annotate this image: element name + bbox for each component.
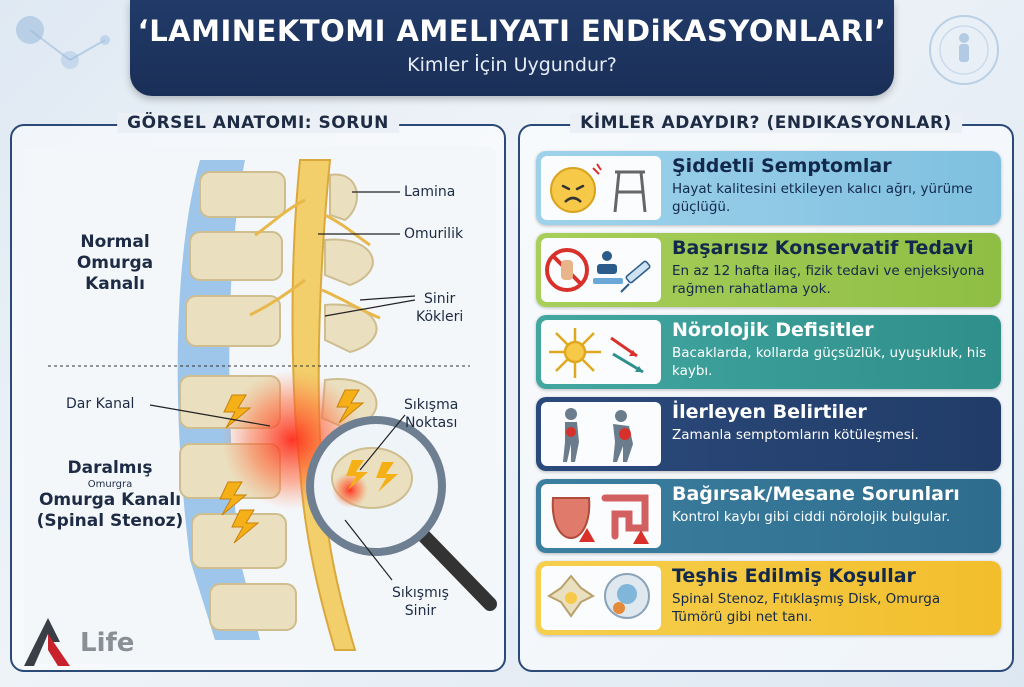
- anatomy-panel-title: GÖRSEL ANATOMI: SORUN: [117, 113, 399, 133]
- walker-icon: [613, 170, 647, 213]
- life-logo-icon: [24, 618, 70, 666]
- disc-icon: [604, 573, 650, 619]
- indication-card-failed-treatment: Başarısız Konservatif Tedavi En az 12 ha…: [536, 233, 1001, 307]
- card-title: Şiddetli Semptomlar: [672, 155, 892, 177]
- stenosis-label: Daralmış Omurgra Omurga Kanalı (Spinal S…: [36, 458, 184, 531]
- vertebra-body: [189, 231, 283, 281]
- card-title: Başarısız Konservatif Tedavi: [672, 237, 974, 259]
- page-title: ‘LAMINEKTOMI AMELIYATI ENDiKASYONLARI’: [137, 14, 887, 48]
- intestine-icon: [601, 494, 649, 540]
- molecule-decoration-icon: [16, 16, 110, 69]
- neuron-icon: [549, 328, 601, 378]
- indication-card-neuro-deficits: Nörolojik Defisitler Bacaklarda, kollard…: [536, 315, 1001, 389]
- bladder-icon: [551, 497, 591, 540]
- pain-bolt-icon: [231, 509, 260, 544]
- lamina-label: Lamina: [404, 184, 456, 200]
- indications-panel-title: KİMLER ADAYDIR? (ENDIKASYONLAR): [570, 113, 962, 133]
- compressed-nerve-label: Sıkışmış Sinir: [392, 585, 449, 619]
- page-header: ‘LAMINEKTOMI AMELIYATI ENDiKASYONLARI’ K…: [130, 0, 894, 96]
- therapy-icon: [593, 251, 623, 284]
- card-description: Hayat kalitesini etkileyen kalıcı ağrı, …: [672, 181, 973, 215]
- pain-bolt-icon: [223, 394, 252, 429]
- magnifier-icon: [306, 416, 497, 611]
- card-description: Bacaklarda, kollarda güçsüzlük, uyuşuklu…: [672, 345, 987, 379]
- vertebra-icon: [547, 574, 595, 618]
- no-hand-icon: [545, 248, 589, 292]
- vertebra-body: [199, 171, 286, 218]
- vertebra-body: [209, 583, 297, 631]
- syringe-icon: [620, 260, 651, 293]
- vertebra-body: [185, 295, 281, 347]
- back-pain-person-icon: [613, 410, 633, 462]
- nerve-roots-label: Sinir Kökleri: [416, 291, 464, 325]
- card-title: Nörolojik Defisitler: [672, 319, 874, 341]
- card-description: Spinal Stenoz, Fıtıklaşmış Disk, Omurga …: [672, 591, 941, 625]
- page-subtitle: Kimler İçin Uygundur?: [407, 54, 617, 76]
- compression-point-label: Sıkışma Noktası: [404, 397, 459, 431]
- card-title: İlerleyen Belirtiler: [672, 401, 867, 423]
- card-title: Teşhis Edilmiş Koşullar: [672, 565, 916, 587]
- spinal-cord-label: Omurilik: [404, 226, 464, 242]
- card-title: Bağırsak/Mesane Sorunları: [672, 483, 960, 505]
- pain-bolt-icon: [336, 389, 365, 424]
- back-pain-person-icon: [563, 408, 579, 462]
- card-description: Kontrol kaybı gibi ciddi nörolojik bulgu…: [672, 509, 951, 525]
- indication-card-diagnosed-conditions: Teşhis Edilmiş Koşullar Spinal Stenoz, F…: [536, 561, 1001, 635]
- arrows-icon: [610, 336, 644, 374]
- normal-canal-label: Normal Omurga Kanalı: [76, 232, 154, 294]
- indication-card-progressive-symptoms: İlerleyen Belirtiler Zamanla semptomları…: [536, 397, 1001, 471]
- pain-bolt-icon: [219, 481, 248, 516]
- indication-card-bowel-bladder: Bağırsak/Mesane Sorunları Kontrol kaybı …: [536, 479, 1001, 553]
- body-scan-decoration-icon: [929, 15, 999, 85]
- warning-icon: [579, 528, 649, 544]
- pain-face-icon: [550, 163, 602, 213]
- card-description: En az 12 hafta ilaç, fizik tedavi ve enj…: [672, 263, 985, 297]
- card-description: Zamanla semptomların kötüleşmesi.: [672, 427, 919, 443]
- life-logo-text: Life: [80, 628, 135, 658]
- spinal-cord: [291, 159, 357, 651]
- indication-card-severe-symptoms: Şiddetli Semptomlar Hayat kalitesini etk…: [536, 151, 1001, 225]
- narrow-canal-label: Dar Kanal: [66, 396, 135, 412]
